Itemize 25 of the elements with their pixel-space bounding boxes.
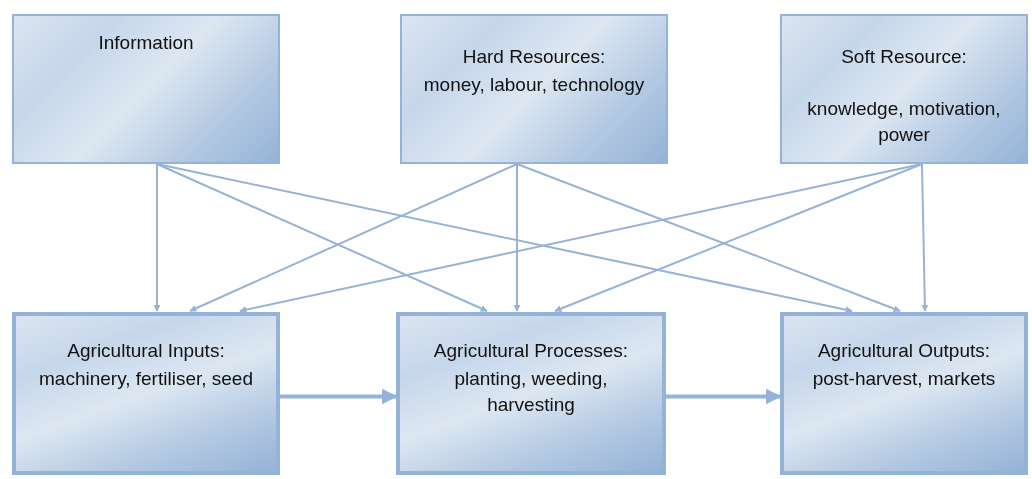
process-box — [780, 312, 1028, 475]
box-text: knowledge, motivation, power — [806, 97, 1002, 147]
box-text: post-harvest, markets — [812, 367, 996, 391]
arrow — [666, 388, 782, 405]
arrow — [189, 163, 518, 312]
arrow — [156, 163, 488, 312]
box-text: money, labour, technology — [423, 73, 645, 97]
arrow — [280, 388, 398, 405]
box-heading: Agricultural Outputs: — [817, 339, 991, 363]
process-box — [400, 14, 668, 164]
process-box — [396, 312, 666, 475]
box-heading: Soft Resource: — [841, 45, 967, 69]
arrow — [156, 163, 853, 314]
box-text: planting, weeding, harvesting — [453, 367, 609, 417]
process-box — [780, 14, 1028, 164]
box-heading: Agricultural Inputs: — [67, 339, 225, 363]
process-box — [12, 14, 280, 164]
box-heading: Agricultural Processes: — [433, 339, 629, 363]
arrow — [921, 163, 929, 312]
arrow — [513, 163, 521, 312]
box-heading: Hard Resources: — [462, 45, 606, 69]
box-text: machinery, fertiliser, seed — [39, 367, 253, 391]
box-heading: Information — [98, 31, 194, 55]
process-box — [12, 312, 280, 475]
arrow — [153, 163, 161, 312]
